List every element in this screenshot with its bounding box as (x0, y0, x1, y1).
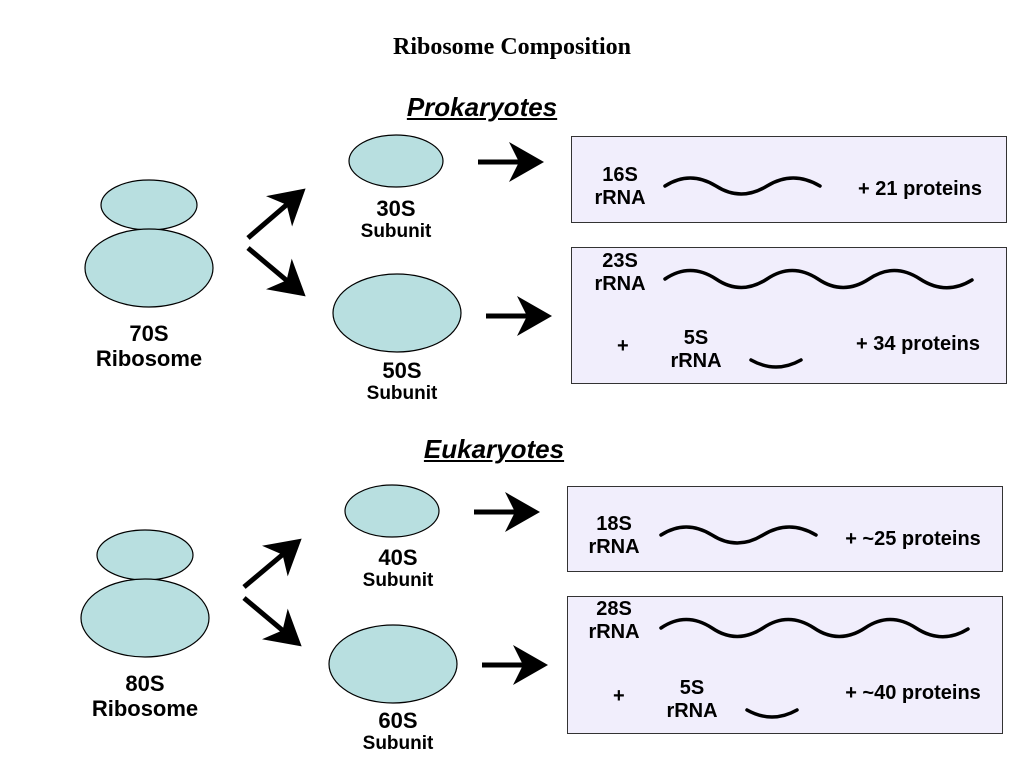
ribosome-70s-size: 70S (129, 321, 169, 346)
arrow-to-30s (246, 188, 306, 240)
ribosome-70s-name: Ribosome (95, 346, 203, 372)
rrna-18s-size: 18S (596, 513, 632, 535)
subunit-60s-size: 60S (378, 708, 418, 733)
subunit-60s-label: 60S Subunit (338, 708, 458, 755)
proteins-30s: + 21 proteins (858, 178, 982, 200)
rrna-28s-name: rRNA (588, 621, 640, 643)
ribosome-70s-small-ellipse (100, 179, 198, 231)
subunit-30s-ellipse (348, 134, 444, 188)
rrna-16s-size: 16S (602, 164, 638, 186)
proteins-50s: + 34 proteins (856, 333, 980, 355)
arrow-to-60s (242, 596, 302, 647)
subunit-50s-ellipse (332, 273, 462, 353)
rrna-box-18s (567, 486, 1003, 572)
eukaryotes-heading: Eukaryotes (423, 434, 565, 464)
arrow-to-50s (246, 246, 306, 297)
rrna-5s-euk-name: rRNA (666, 700, 718, 722)
page-title: Ribosome Composition (392, 34, 632, 60)
rrna-16s-strand (663, 176, 822, 196)
subunit-40s-ellipse (344, 484, 440, 538)
rrna-5s-euk-label: 5S rRNA (656, 677, 728, 723)
rrna-23s-strand (663, 268, 974, 290)
ribosome-80s-large-ellipse (80, 578, 210, 658)
rrna-5s-euk-size: 5S (679, 677, 705, 699)
rrna-23s-size: 23S (602, 250, 638, 272)
ribosome-80s-name: Ribosome (91, 696, 199, 722)
rrna-18s-name: rRNA (588, 536, 640, 558)
proteins-60s: + ~40 proteins (845, 682, 981, 704)
rrna-16s-label: 16S rRNA (584, 164, 656, 210)
subunit-50s-label: 50S Subunit (342, 358, 462, 405)
subunit-60s-name: Subunit (362, 733, 434, 755)
rrna-16s-name: rRNA (594, 187, 646, 209)
proteins-40s: + ~25 proteins (845, 528, 981, 550)
subunit-40s-label: 40S Subunit (338, 545, 458, 592)
rrna-5s-prok-label: 5S rRNA (660, 327, 732, 373)
rrna-18s-strand (659, 525, 818, 545)
subunit-30s-label: 30S Subunit (336, 196, 456, 243)
rrna-23s-label: 23S rRNA (584, 250, 656, 296)
rrna-box-16s (571, 136, 1007, 223)
rrna-28s-label: 28S rRNA (578, 598, 650, 644)
rrna-5s-strand-euk (745, 708, 799, 719)
subunit-40s-size: 40S (378, 545, 418, 570)
subunit-60s-ellipse (328, 624, 458, 704)
rrna-28s-size: 28S (596, 598, 632, 620)
subunit-40s-name: Subunit (362, 570, 434, 592)
arrow-to-40s (242, 538, 302, 589)
ribosome-80s-small-ellipse (96, 529, 194, 581)
ribosome-70s-label: 70S Ribosome (69, 321, 229, 372)
rrna-28s-strand (659, 617, 970, 639)
rrna-23s-name: rRNA (594, 273, 646, 295)
plus-sign-euk: + (613, 685, 625, 707)
rrna-5s-strand-prok (749, 358, 803, 369)
subunit-30s-size: 30S (376, 196, 416, 221)
subunit-50s-size: 50S (382, 358, 422, 383)
ribosome-80s-size: 80S (125, 671, 165, 696)
plus-sign-prok: + (617, 335, 629, 357)
subunit-50s-name: Subunit (366, 383, 438, 405)
ribosome-80s-label: 80S Ribosome (65, 671, 225, 722)
rrna-5s-prok-size: 5S (683, 327, 709, 349)
rrna-18s-label: 18S rRNA (578, 513, 650, 559)
subunit-30s-name: Subunit (360, 221, 432, 243)
prokaryotes-heading: Prokaryotes (406, 92, 558, 122)
ribosome-70s-large-ellipse (84, 228, 214, 308)
rrna-5s-prok-name: rRNA (670, 350, 722, 372)
